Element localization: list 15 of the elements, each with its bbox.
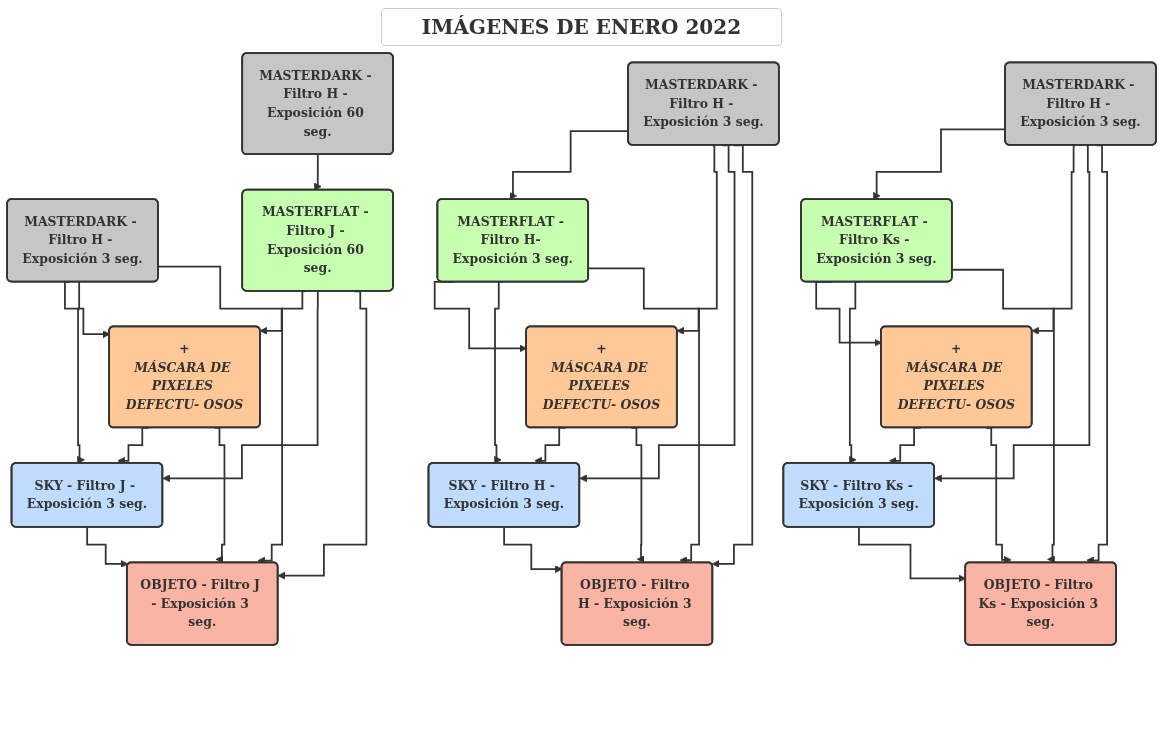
diagram-title: IMÁGENES DE ENERO 2022 [380, 8, 783, 46]
arrow [213, 427, 226, 564]
arrow [934, 144, 1091, 483]
arrow [314, 153, 322, 191]
arrow [494, 281, 504, 464]
arrow [86, 526, 129, 568]
arrow [951, 268, 1055, 564]
arrow [162, 290, 319, 483]
arrow [259, 290, 306, 335]
arrow [1031, 144, 1077, 335]
arrow [77, 281, 85, 464]
arrow [277, 290, 368, 580]
arrow [579, 144, 736, 483]
arrow [676, 144, 718, 335]
arrow [711, 144, 754, 568]
